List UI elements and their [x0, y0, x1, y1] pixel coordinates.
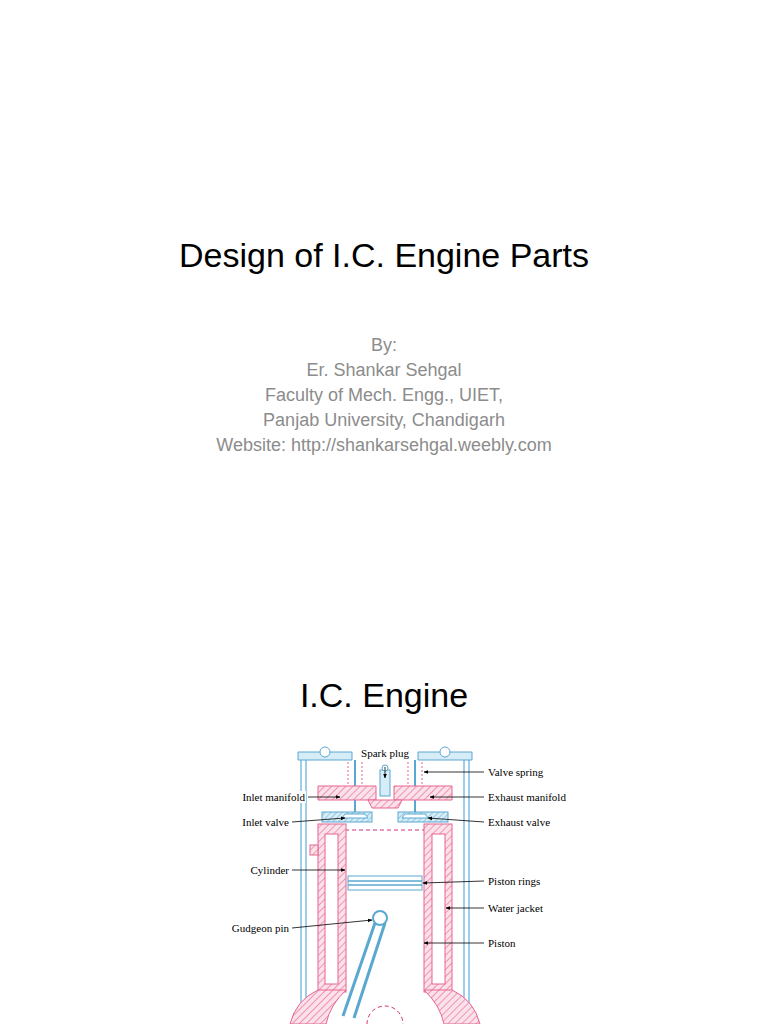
part-label: Piston rings: [487, 875, 541, 887]
engine-drawing: [290, 747, 480, 1024]
part-label: Exhaust valve: [487, 816, 551, 828]
website: Website: http://shankarsehgal.weebly.com: [216, 435, 552, 456]
part-label: Piston: [487, 937, 517, 949]
part-label: Inlet valve: [241, 816, 290, 828]
part-label: Exhaust manifold: [487, 791, 567, 803]
slide-heading: I.C. Engine: [300, 676, 468, 715]
part-label: Gudgeon pin: [231, 922, 290, 934]
slide-title: Design of I.C. Engine Parts: [179, 236, 589, 275]
affiliation: Panjab University, Chandigarh: [263, 410, 505, 431]
affiliation: Faculty of Mech. Engg., UIET,: [265, 385, 503, 406]
part-label: Cylinder: [250, 864, 291, 876]
byline: By:: [371, 335, 397, 356]
part-label: Spark plug: [360, 747, 410, 759]
part-label: Valve spring: [487, 766, 544, 778]
part-label: Water jacket: [487, 902, 544, 914]
leader-lines: [292, 767, 484, 943]
author-name: Er. Shankar Sehgal: [306, 360, 461, 381]
part-label: Inlet manifold: [241, 791, 306, 803]
